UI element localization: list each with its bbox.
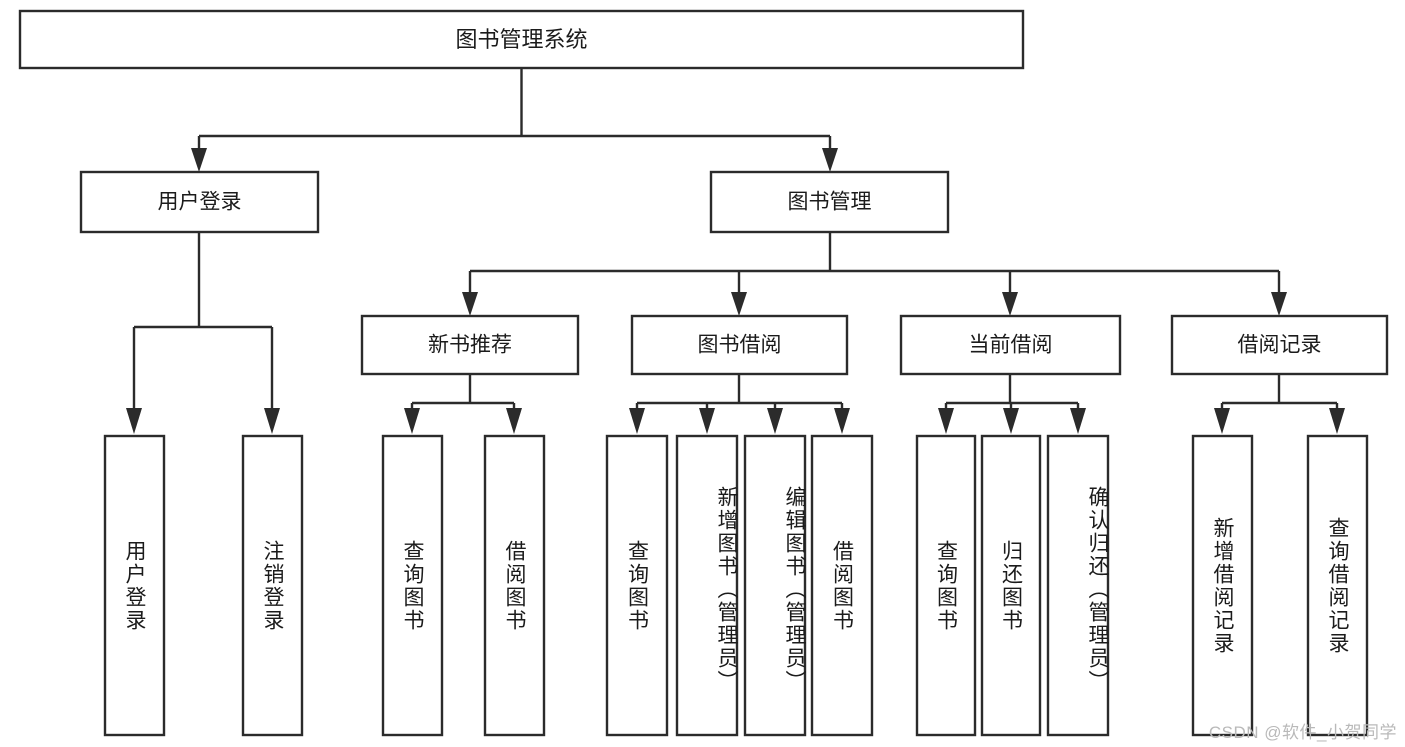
leaf-box-br-add-record[interactable] xyxy=(1191,434,1254,737)
arrow-leaf-user-login xyxy=(126,408,142,434)
leaf-box-cb-query-book[interactable] xyxy=(915,434,977,737)
node-current-borrow-label: 当前借阅 xyxy=(969,334,1053,357)
node-book-manage[interactable]: 图书管理 xyxy=(709,170,950,234)
node-borrow-records-box[interactable] xyxy=(1170,314,1389,376)
node-user-login[interactable]: 用户登录 xyxy=(79,170,320,234)
arrow-leaf-cb-confirm xyxy=(1070,408,1086,434)
arrow-leaf-logout xyxy=(264,408,280,434)
arrow-leaf-bb-add xyxy=(699,408,715,434)
node-borrow-records-label: 借阅记录 xyxy=(1238,334,1322,357)
arrow-leaf-bb-edit xyxy=(767,408,783,434)
arrow-book-manage xyxy=(822,148,838,172)
node-new-book-recommend-label: 新书推荐 xyxy=(428,334,512,357)
leaf-box-bb-add-book[interactable] xyxy=(675,434,739,737)
node-new-book-recommend-box[interactable] xyxy=(360,314,580,376)
leaf-box-layer xyxy=(103,434,1369,737)
arrow-borrow-records xyxy=(1271,292,1287,316)
node-root-box[interactable] xyxy=(18,9,1025,70)
arrow-current-borrow xyxy=(1002,292,1018,316)
arrow-leaf-br-query xyxy=(1329,408,1345,434)
arrow-leaf-cb-query xyxy=(938,408,954,434)
arrow-leaf-br-add xyxy=(1214,408,1230,434)
node-user-login-label: 用户登录 xyxy=(158,191,242,214)
leaf-box-cb-return-book[interactable] xyxy=(980,434,1042,737)
node-book-manage-box[interactable] xyxy=(709,170,950,234)
node-new-book-recommend[interactable]: 新书推荐 xyxy=(360,314,580,376)
arrow-book-borrow xyxy=(731,292,747,316)
arrow-leaf-bb-query xyxy=(629,408,645,434)
node-current-borrow[interactable]: 当前借阅 xyxy=(899,314,1122,376)
leaf-box-bb-query-book[interactable] xyxy=(605,434,669,737)
arrow-leaf-nbr-borrow xyxy=(506,408,522,434)
leaf-box-cb-confirm-return[interactable] xyxy=(1046,434,1110,737)
arrow-leaf-bb-borrow xyxy=(834,408,850,434)
node-current-borrow-box[interactable] xyxy=(899,314,1122,376)
leaf-box-nbr-query-book[interactable] xyxy=(381,434,444,737)
leaf-box-user-login[interactable] xyxy=(103,434,166,737)
arrow-user-login xyxy=(191,148,207,172)
node-book-borrow-box[interactable] xyxy=(630,314,849,376)
csdn-watermark: CSDN @软件_小贺同学 xyxy=(1208,723,1397,742)
leaf-box-logout[interactable] xyxy=(241,434,304,737)
node-book-manage-label: 图书管理 xyxy=(788,191,872,214)
node-book-borrow[interactable]: 图书借阅 xyxy=(630,314,849,376)
leaf-box-bb-edit-book[interactable] xyxy=(743,434,807,737)
leaf-box-br-query-record[interactable] xyxy=(1306,434,1369,737)
leaf-box-nbr-borrow-book[interactable] xyxy=(483,434,546,737)
connector-layer xyxy=(126,68,1345,434)
node-book-borrow-label: 图书借阅 xyxy=(698,334,782,357)
node-root-label: 图书管理系统 xyxy=(455,27,587,52)
node-borrow-records[interactable]: 借阅记录 xyxy=(1170,314,1389,376)
arrow-new-book-recommend xyxy=(462,292,478,316)
arrow-leaf-nbr-query xyxy=(404,408,420,434)
node-root[interactable]: 图书管理系统 xyxy=(18,9,1025,70)
node-user-login-box[interactable] xyxy=(79,170,320,234)
leaf-box-bb-borrow-book[interactable] xyxy=(810,434,874,737)
arrow-leaf-cb-return xyxy=(1003,408,1019,434)
